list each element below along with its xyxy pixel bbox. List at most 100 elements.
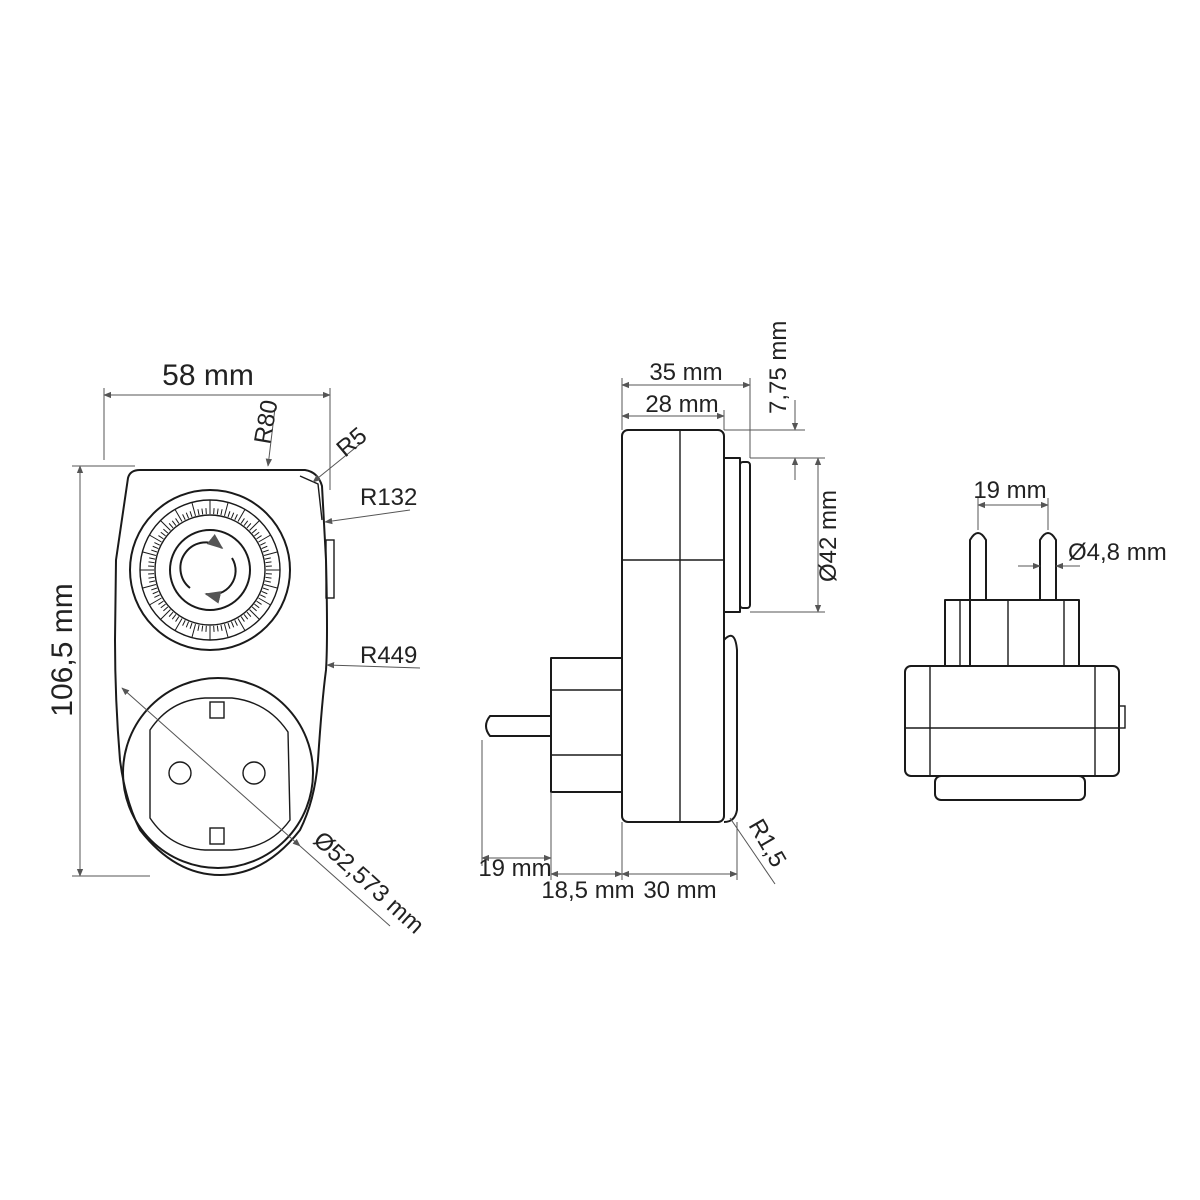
dial-tick xyxy=(171,520,177,526)
dial-tick xyxy=(246,611,252,617)
front-width-label: 58 mm xyxy=(162,359,254,392)
side-knob-cap xyxy=(739,461,751,609)
dial-tick xyxy=(160,609,171,620)
dial-tick xyxy=(149,534,162,543)
dial-tick xyxy=(261,545,268,550)
dial-tick xyxy=(230,512,235,519)
dial-tick xyxy=(201,625,204,632)
dial-tick xyxy=(171,614,177,620)
top-knob xyxy=(934,775,1086,801)
dial-tick xyxy=(240,518,245,524)
dial-tick xyxy=(152,590,159,595)
dial-tick xyxy=(254,603,260,609)
dial-tick xyxy=(185,512,190,519)
dial-tick xyxy=(158,535,164,540)
r5-label: R5 xyxy=(332,422,373,462)
dial-tick xyxy=(154,594,160,598)
rotate-arrows-icon xyxy=(179,534,237,604)
dial-tick xyxy=(260,542,266,546)
dial-tick xyxy=(258,597,271,606)
dial-tick xyxy=(189,511,193,518)
depth-35-label: 35 mm xyxy=(649,359,722,386)
socket-hole-right xyxy=(242,761,266,785)
dial-tick xyxy=(220,509,223,516)
dial-tick xyxy=(264,557,271,560)
dial-tick xyxy=(265,576,272,579)
socket-earth-top xyxy=(209,701,225,719)
radius-label: R1,5 xyxy=(743,815,792,872)
dial-tick xyxy=(197,624,200,631)
knob-diameter-label: Ø42 mm xyxy=(815,490,842,582)
dial-tick xyxy=(263,584,278,589)
r80-label: R80 xyxy=(249,398,283,446)
dial-tick-ring-inner xyxy=(154,514,266,626)
socket-diameter-label: Ø52,573 mm xyxy=(308,826,429,939)
top-plug-block xyxy=(944,599,1080,667)
dial-tick xyxy=(243,520,249,526)
dial-tick xyxy=(243,614,249,620)
dial-tick xyxy=(251,528,257,534)
dial-tick xyxy=(185,621,190,628)
dial-tick xyxy=(249,609,260,620)
dial-tick xyxy=(246,523,252,529)
dial-tick xyxy=(237,509,246,522)
dial-tick xyxy=(230,621,235,628)
dial-tick xyxy=(262,587,269,591)
dial-tick xyxy=(175,616,180,622)
dial-tick xyxy=(189,622,193,629)
dial-tick xyxy=(151,549,158,553)
dial-tick xyxy=(163,528,169,534)
dial-tick xyxy=(168,611,174,617)
pin-diameter-label: Ø4,8 mm xyxy=(1068,539,1167,566)
dial-tick xyxy=(160,520,171,531)
dial-tick xyxy=(197,509,200,516)
dial-tick xyxy=(224,623,229,638)
dial-tick xyxy=(260,594,266,598)
dial-tick xyxy=(142,584,157,589)
dial-tick xyxy=(227,622,231,629)
dial-tick xyxy=(264,580,271,583)
dial-tick xyxy=(149,580,156,583)
dial-tick xyxy=(174,618,183,631)
dial-tick xyxy=(174,509,183,522)
dial-tick xyxy=(175,518,180,524)
dial-tick xyxy=(265,561,272,564)
socket-earth-bottom xyxy=(209,827,225,845)
dial-tick xyxy=(258,534,271,543)
body-depth-label: 30 mm xyxy=(643,877,716,904)
dial-center xyxy=(169,529,251,611)
dial-tick xyxy=(182,514,186,520)
dial-tick xyxy=(158,600,164,605)
dial-tick xyxy=(263,551,278,556)
dial-tick xyxy=(154,542,160,546)
dial-tick xyxy=(191,623,196,638)
plug-pin-icon xyxy=(485,715,551,737)
dial-tick xyxy=(227,511,231,518)
dial-tick xyxy=(201,508,204,515)
r132-label: R132 xyxy=(360,484,417,511)
dial-tick xyxy=(152,545,159,550)
r449-label: R449 xyxy=(360,642,417,669)
front-height-label: 106,5 mm xyxy=(46,583,79,716)
dial-tick xyxy=(149,557,156,560)
dial-tick xyxy=(249,520,260,531)
dial-tick xyxy=(216,625,219,632)
dial-tick xyxy=(149,597,162,606)
pin-length-label: 19 mm xyxy=(478,855,551,882)
offset-775-label: 7,75 mm xyxy=(765,321,792,414)
side-switch xyxy=(325,539,335,599)
dial-tick xyxy=(256,535,262,540)
top-body xyxy=(904,665,1120,777)
dial-tick xyxy=(148,576,155,579)
dial-tick xyxy=(168,523,174,529)
top-pin-right xyxy=(1039,532,1057,600)
timer-dial-icon xyxy=(129,489,291,651)
side-socket-bump xyxy=(723,634,738,823)
pin-spacing-label: 19 mm xyxy=(973,477,1046,504)
side-plug-body xyxy=(550,657,623,793)
dial-tick xyxy=(160,603,166,609)
side-body-outline xyxy=(621,429,725,823)
dial-tick xyxy=(240,616,245,622)
dial-tick xyxy=(256,600,262,605)
